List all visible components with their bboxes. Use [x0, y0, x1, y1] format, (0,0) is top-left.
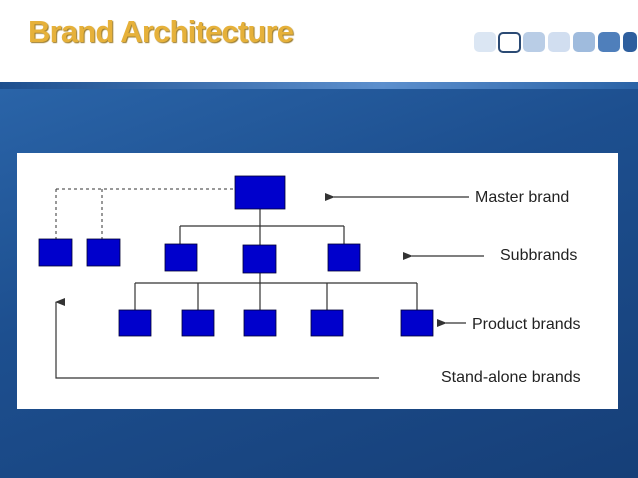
product-brand-box: [118, 309, 152, 337]
subbrand-box: [242, 244, 277, 274]
product-brand-box: [243, 309, 277, 337]
label-product-brands: Product brands: [472, 316, 581, 333]
deco-square-1: [474, 32, 496, 52]
brand-boxes: [38, 175, 434, 337]
standalone-brand-box: [38, 238, 73, 267]
slide-title: Brand Architecture: [28, 14, 294, 49]
tree-connectors: [134, 209, 418, 310]
dashed-connectors: [55, 188, 234, 239]
master-brand-box: [234, 175, 286, 210]
product-brand-box: [400, 309, 434, 337]
product-brand-box: [181, 309, 215, 337]
label-stand-alone-brands: Stand-alone brands: [441, 369, 581, 386]
deco-square-7: [623, 32, 637, 52]
label-master-brand: Master brand: [475, 189, 569, 206]
label-subbrands: Subbrands: [500, 247, 577, 264]
standalone-arrow: [55, 298, 379, 379]
product-brand-box: [310, 309, 344, 337]
deco-square-2: [498, 32, 521, 53]
pointer-arrows: [55, 193, 484, 379]
deco-square-3: [523, 32, 545, 52]
deco-square-6: [598, 32, 620, 52]
slide-header: Brand Architecture: [0, 0, 638, 82]
subbrand-box: [327, 243, 361, 272]
deco-square-5: [573, 32, 595, 52]
header-strip: [0, 82, 638, 89]
standalone-brand-box: [86, 238, 121, 267]
brand-architecture-diagram: Master brand Subbrands Product brands St…: [38, 175, 581, 386]
diagram-panel: Master brand Subbrands Product brands St…: [17, 153, 618, 409]
deco-square-4: [548, 32, 570, 52]
subbrand-box: [164, 243, 198, 272]
